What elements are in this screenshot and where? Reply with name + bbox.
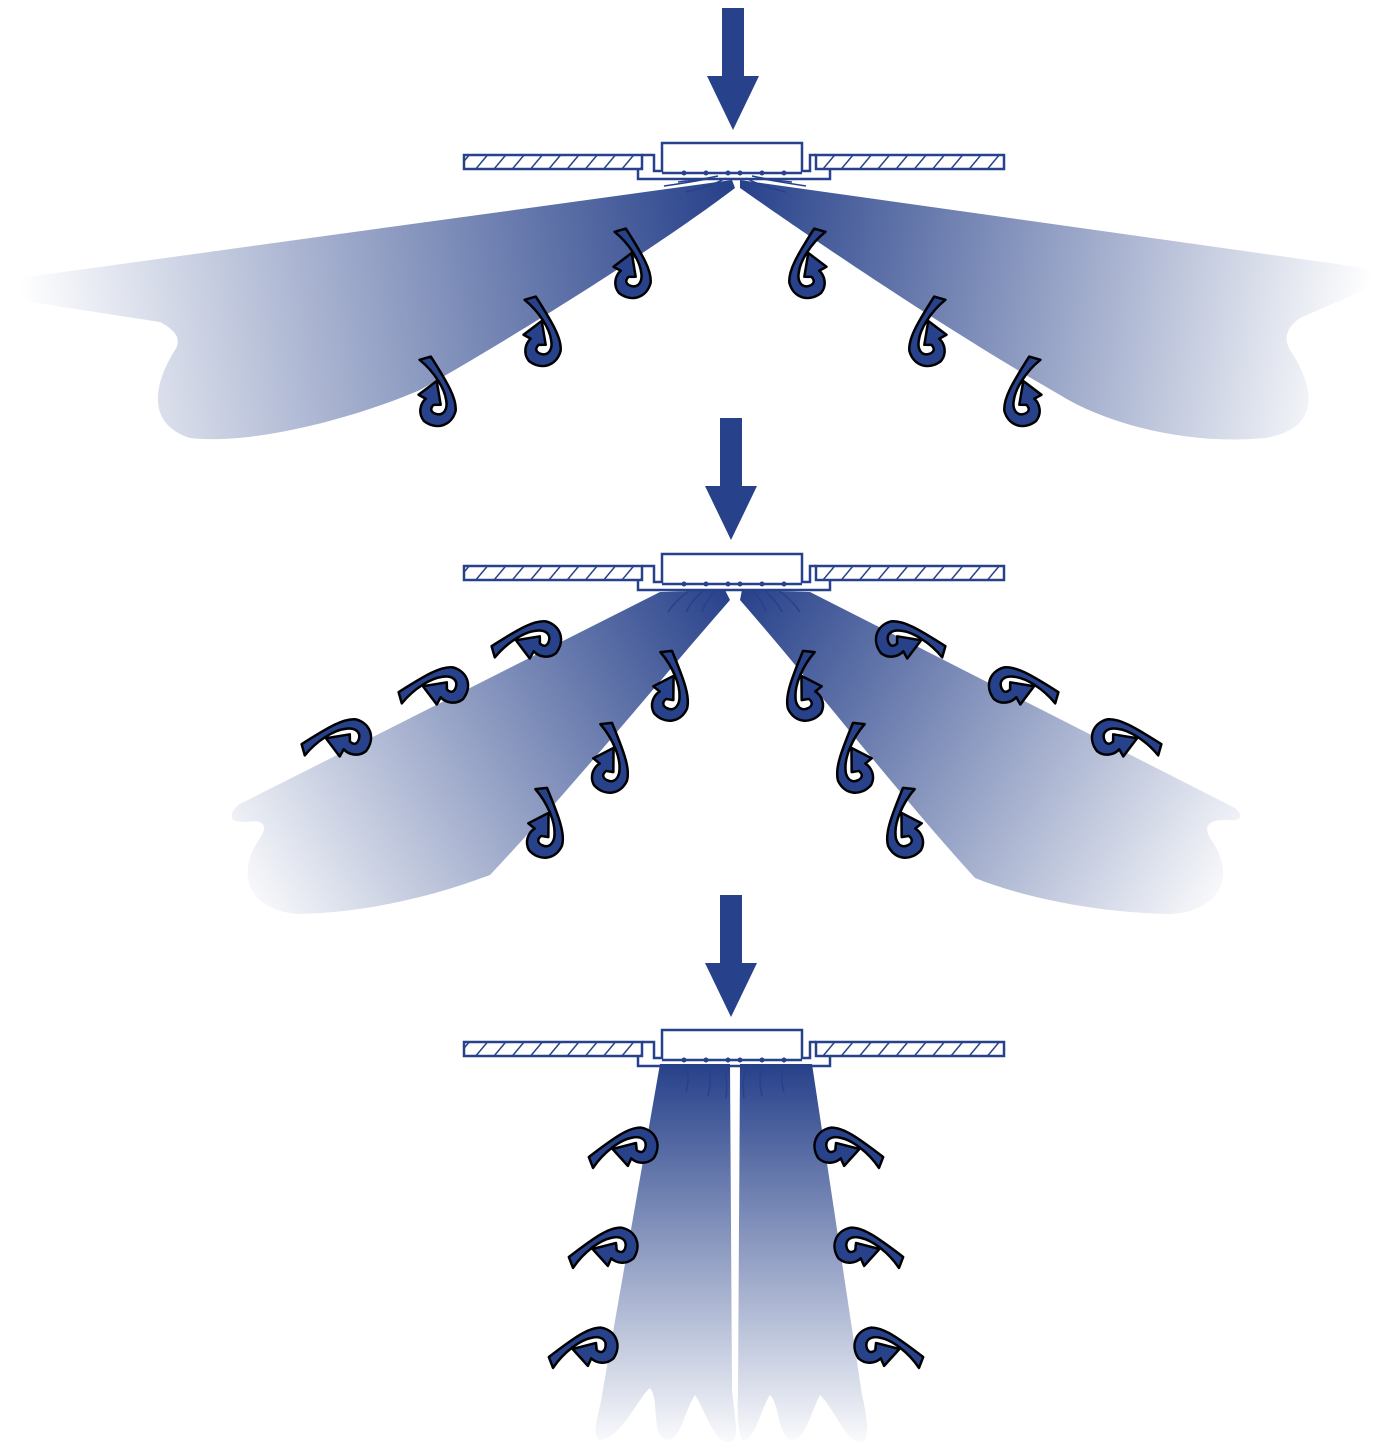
panel-angled-throw [231, 418, 1241, 914]
air-jet-left [231, 590, 730, 914]
ceiling-diffuser [462, 552, 1006, 592]
panel-vertical-throw [462, 895, 1006, 1443]
supply-air-arrow [707, 8, 759, 130]
curl-arrow-icon [850, 1318, 927, 1380]
ceiling-diffuser [462, 141, 1006, 181]
air-jet-right [740, 590, 1241, 914]
discharge-streamlines [663, 175, 807, 193]
supply-air-arrow [705, 418, 757, 540]
supply-air-arrow [705, 895, 757, 1017]
air-jet-left [595, 1064, 736, 1443]
ceiling-diffuser [462, 1028, 1006, 1068]
discharge-streamlines [685, 1065, 785, 1099]
air-jet-left [16, 180, 735, 440]
air-jet-right [737, 1064, 867, 1442]
air-jet-right [740, 180, 1372, 440]
induction-arrows [545, 1118, 927, 1380]
discharge-streamlines [667, 589, 801, 613]
panel-horizontal-throw [16, 8, 1372, 440]
